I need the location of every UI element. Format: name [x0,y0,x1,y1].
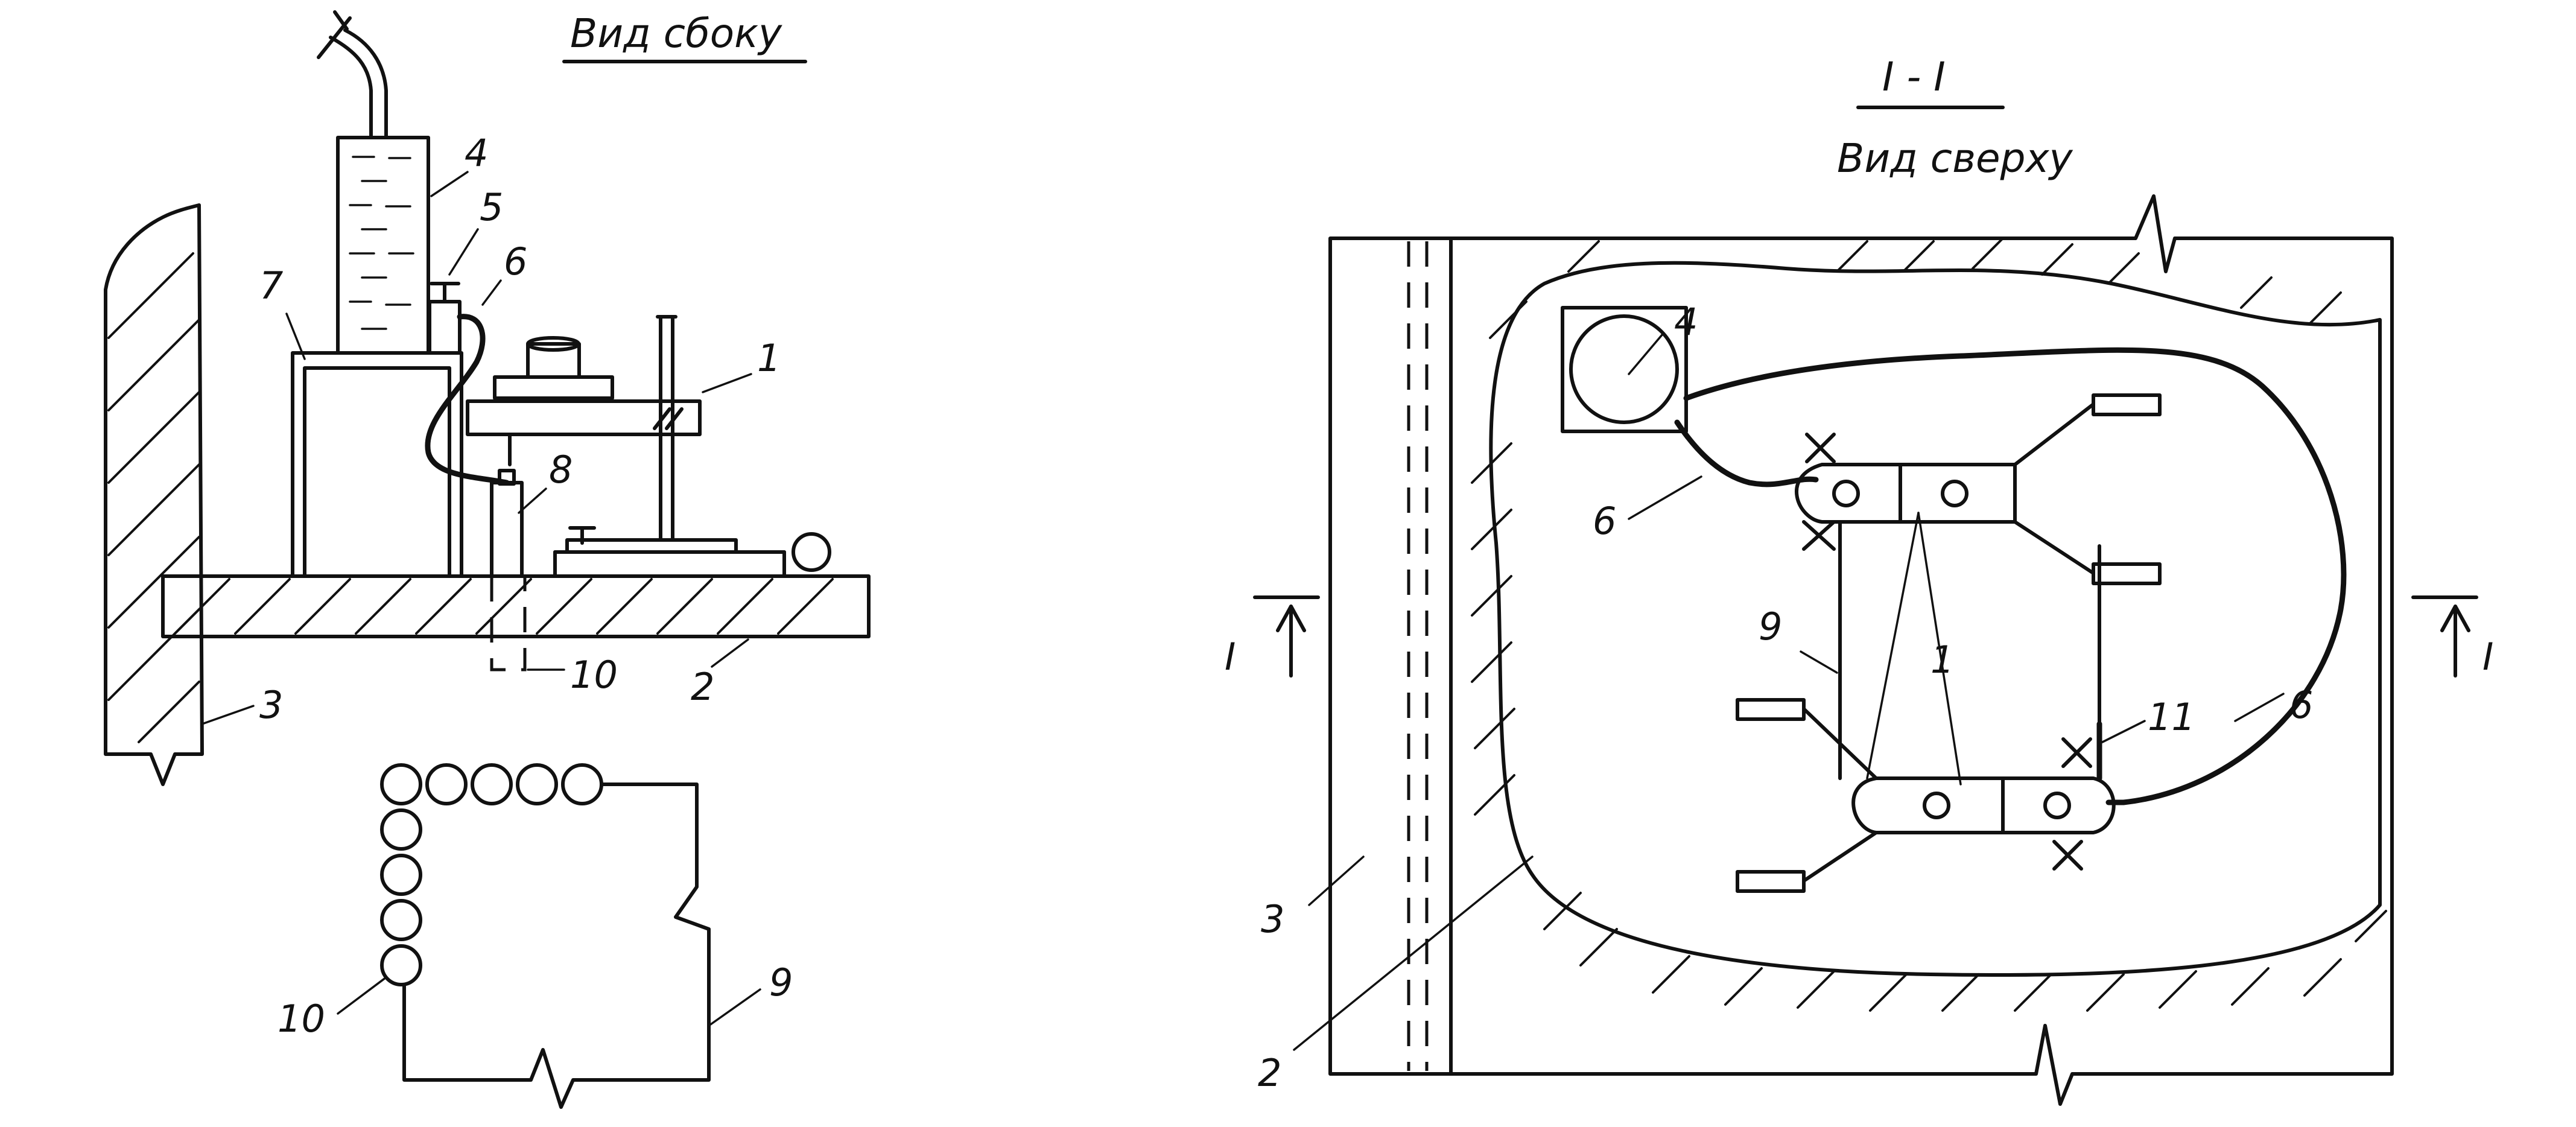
liquid-container [336,136,430,355]
label-10: 10 [570,653,618,697]
chain-leader-9 [708,988,761,1027]
top-view: I - I Вид сверху [1225,54,2493,1106]
svg-text:I: I [2482,635,2493,679]
leader-1b [1917,512,1962,786]
top-label-2: 2 [1258,1051,1281,1095]
top-label-4: 4 [1674,300,1698,344]
leader-5 [448,228,479,276]
leader-8 [518,487,547,514]
leader-7 [285,313,306,360]
label-6: 6 [504,240,527,284]
hose-long [1683,347,2347,805]
leader-2 [711,638,749,668]
top-label-9: 9 [1759,605,1782,649]
grounding-dashed [490,576,527,671]
chain-wire [402,783,711,1109]
label-3: 3 [259,683,283,727]
leader-11 [2101,720,2146,743]
hose-short [1674,419,1819,487]
leader-6 [481,279,502,306]
side-view-title: Вид сбоку [570,10,782,57]
measuring-device [466,336,702,466]
svg-text:I: I [1225,635,1236,679]
leader-2 [1293,856,1534,1051]
leader-4 [1628,334,1663,375]
top-view-frame [1328,194,2394,1106]
measuring-stand [553,315,831,578]
electrode-chain: 10 9 [278,763,793,1109]
leader-1a [1866,512,1920,779]
device-lower [1736,698,2116,893]
section-title: I - I [1882,54,1946,100]
chain-electrodes [380,763,603,986]
chain-label-10: 10 [278,997,325,1041]
wall [104,203,204,786]
label-5: 5 [480,185,503,229]
electrode [490,469,524,578]
label-8: 8 [549,448,573,492]
leader-6b [2234,693,2285,722]
leader-3 [1308,856,1365,906]
label-4: 4 [465,131,488,175]
chain-label-9: 9 [769,960,793,1005]
leader-6a [1628,475,1702,520]
label-2: 2 [691,665,714,709]
top-label-11: 11 [2148,695,2195,739]
label-7: 7 [259,264,283,308]
label-1: 1 [757,336,781,380]
top-label-3: 3 [1261,897,1284,941]
leader-1 [702,373,752,393]
container-top [1561,306,1688,433]
side-view: Вид сбоку [104,10,871,786]
base-plate [161,574,871,638]
leader-3 [201,705,255,725]
hose [425,314,510,486]
section-mark-left: I [1225,595,1320,679]
top-label-6b: 6 [2289,683,2313,727]
top-view-title: Вид сверху [1837,135,2073,182]
leader-9 [1800,650,1838,674]
valve [428,282,462,355]
chain-leader-10 [337,976,387,1015]
device-upper [1795,393,2162,585]
leader-4 [430,171,469,197]
supply-hose [317,10,388,139]
top-label-6a: 6 [1593,499,1616,543]
top-label-1: 1 [1930,638,1954,682]
contour [1471,237,2387,1012]
section-mark-right: I [2411,595,2493,679]
